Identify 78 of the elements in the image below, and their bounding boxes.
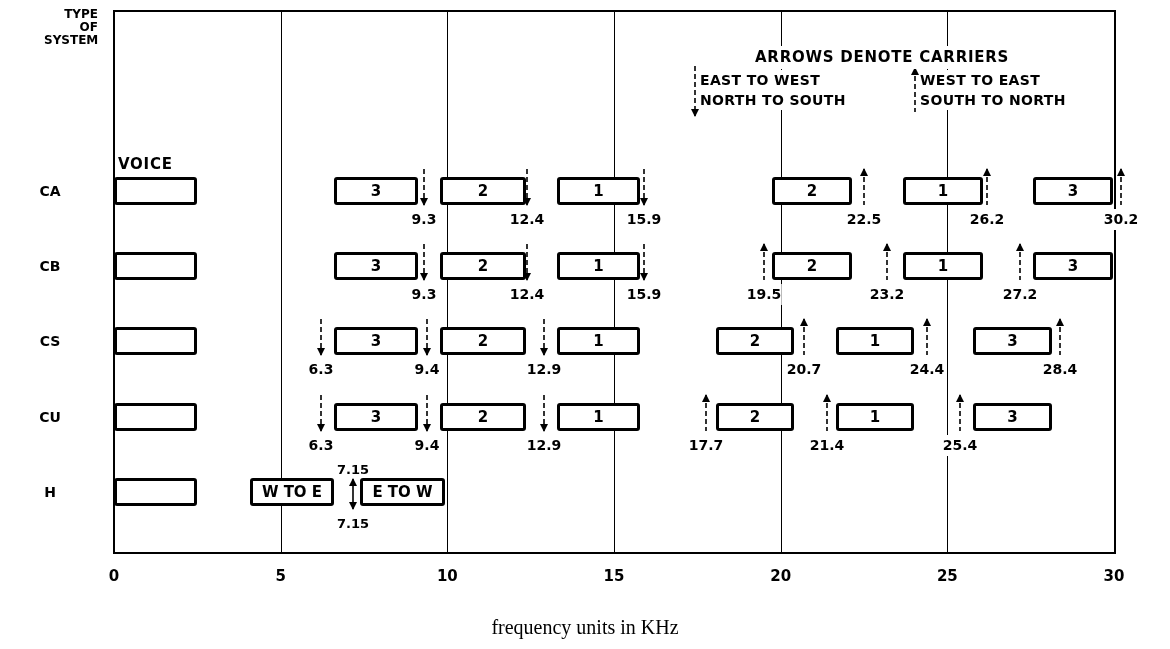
channel-label: 1 bbox=[593, 180, 604, 202]
channel-label: 1 bbox=[593, 406, 604, 428]
tick-label: 5 bbox=[275, 566, 286, 587]
channel-label: W TO E bbox=[261, 481, 323, 503]
channel-label: 3 bbox=[1067, 180, 1079, 202]
legend-title: ARROWS DENOTE CARRIERS bbox=[755, 46, 1010, 69]
channel-box bbox=[360, 478, 445, 506]
channel-box bbox=[772, 252, 852, 280]
channel-label: 2 bbox=[477, 180, 489, 202]
tick-label: 20 bbox=[770, 566, 792, 587]
tick-label: 0 bbox=[108, 566, 120, 587]
channel-label: E TO W bbox=[372, 481, 433, 503]
voice-band-box bbox=[114, 252, 197, 280]
channel-box bbox=[334, 177, 418, 205]
frequency-value: 7.15 bbox=[336, 515, 370, 533]
system-type-label: CS bbox=[39, 331, 61, 351]
channel-box bbox=[557, 327, 640, 355]
channel-label: 2 bbox=[477, 406, 489, 428]
channel-label: 1 bbox=[869, 330, 881, 352]
voice-band-box bbox=[114, 177, 197, 205]
frequency-value: 7.15 bbox=[336, 461, 370, 479]
channel-box bbox=[334, 327, 418, 355]
system-type-label: H bbox=[44, 482, 56, 502]
tick-label: 30 bbox=[1103, 566, 1125, 587]
channel-box bbox=[903, 177, 983, 205]
channel-box bbox=[836, 403, 914, 431]
channel-label: 1 bbox=[937, 180, 949, 202]
channel-label: 3 bbox=[370, 255, 382, 277]
channel-box bbox=[836, 327, 914, 355]
channel-label: 1 bbox=[593, 255, 604, 277]
channel-label: 2 bbox=[806, 180, 818, 202]
channel-label: 2 bbox=[749, 330, 761, 352]
channel-label: 3 bbox=[370, 330, 382, 352]
channel-box bbox=[772, 177, 852, 205]
system-type-label: CA bbox=[39, 181, 61, 201]
frequency-value: 25.4 bbox=[942, 435, 978, 456]
channel-box bbox=[973, 327, 1052, 355]
channel-label: 3 bbox=[1007, 406, 1018, 428]
channel-label: 2 bbox=[477, 255, 489, 277]
axis-caption: frequency units in KHz bbox=[491, 615, 679, 641]
channel-box bbox=[334, 252, 418, 280]
axis-heading: TYPE OF SYSTEM bbox=[44, 8, 98, 47]
channel-box bbox=[973, 403, 1052, 431]
channel-box bbox=[557, 403, 640, 431]
channel-label: 3 bbox=[370, 406, 382, 428]
voice-band-box bbox=[114, 327, 197, 355]
channel-box bbox=[716, 327, 794, 355]
frequency-value: 19.5 bbox=[746, 284, 782, 305]
voice-band-box bbox=[114, 478, 197, 506]
channel-box bbox=[440, 252, 526, 280]
channel-box bbox=[557, 177, 640, 205]
frequency-value: 30.2 bbox=[1103, 209, 1139, 230]
system-type-label: CU bbox=[39, 407, 61, 427]
channel-box bbox=[1033, 177, 1113, 205]
channel-box bbox=[903, 252, 983, 280]
channel-label: 2 bbox=[749, 406, 761, 428]
channel-label: 3 bbox=[1007, 330, 1018, 352]
channel-box bbox=[716, 403, 794, 431]
system-type-label: CB bbox=[39, 256, 61, 276]
channel-box bbox=[440, 177, 526, 205]
channel-label: 1 bbox=[593, 330, 604, 352]
channel-label: 1 bbox=[869, 406, 881, 428]
tick-label: 10 bbox=[436, 566, 458, 587]
channel-label: 2 bbox=[806, 255, 818, 277]
tick-label: 25 bbox=[936, 566, 958, 587]
channel-label: 2 bbox=[477, 330, 489, 352]
channel-box bbox=[334, 403, 418, 431]
band-label: VOICE bbox=[118, 154, 173, 175]
channel-label: 3 bbox=[370, 180, 382, 202]
channel-label: 3 bbox=[1067, 255, 1079, 277]
channel-label: 1 bbox=[937, 255, 949, 277]
channel-box bbox=[250, 478, 334, 506]
channel-box bbox=[1033, 252, 1113, 280]
channel-box bbox=[440, 327, 526, 355]
channel-box bbox=[440, 403, 526, 431]
tick-label: 15 bbox=[603, 566, 625, 587]
channel-box bbox=[557, 252, 640, 280]
voice-band-box bbox=[114, 403, 197, 431]
